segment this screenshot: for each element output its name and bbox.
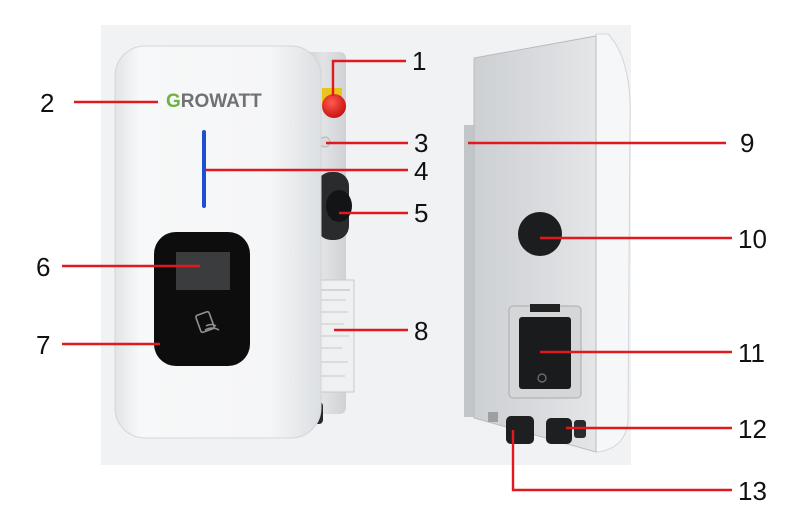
led-indicator-strip xyxy=(202,130,206,208)
side-view xyxy=(464,33,631,453)
callout-5: 5 xyxy=(414,198,428,228)
front-view: GROWATT xyxy=(114,45,355,439)
brand-logo: GROWATT xyxy=(166,91,262,112)
callout-7: 7 xyxy=(36,330,50,360)
callout-10: 10 xyxy=(738,224,767,254)
callout-13: 13 xyxy=(738,476,767,506)
leader-line-13 xyxy=(511,430,732,492)
callout-12: 12 xyxy=(738,414,767,444)
callout-numbers: 1 2 3 4 5 6 7 8 9 10 11 12 13 xyxy=(36,46,767,506)
callout-3: 3 xyxy=(414,128,428,158)
side-grommet xyxy=(518,212,562,256)
side-bracket xyxy=(464,125,476,417)
rfid-card-icon xyxy=(195,310,220,334)
callout-6: 6 xyxy=(36,252,50,282)
callout-1: 1 xyxy=(412,46,426,76)
brand-initial: G xyxy=(166,91,181,112)
callout-11: 11 xyxy=(738,338,765,368)
emergency-stop-button xyxy=(322,88,346,118)
leader-line-1 xyxy=(331,59,406,96)
leader-lines xyxy=(62,59,732,492)
brand-rest: ROWATT xyxy=(181,91,262,112)
lcd-screen xyxy=(176,252,230,290)
callout-4: 4 xyxy=(414,156,428,186)
side-front-plate xyxy=(595,33,631,453)
callout-2: 2 xyxy=(40,88,54,118)
callout-8: 8 xyxy=(414,316,428,346)
charging-socket xyxy=(317,172,352,240)
callout-9: 9 xyxy=(740,128,754,158)
